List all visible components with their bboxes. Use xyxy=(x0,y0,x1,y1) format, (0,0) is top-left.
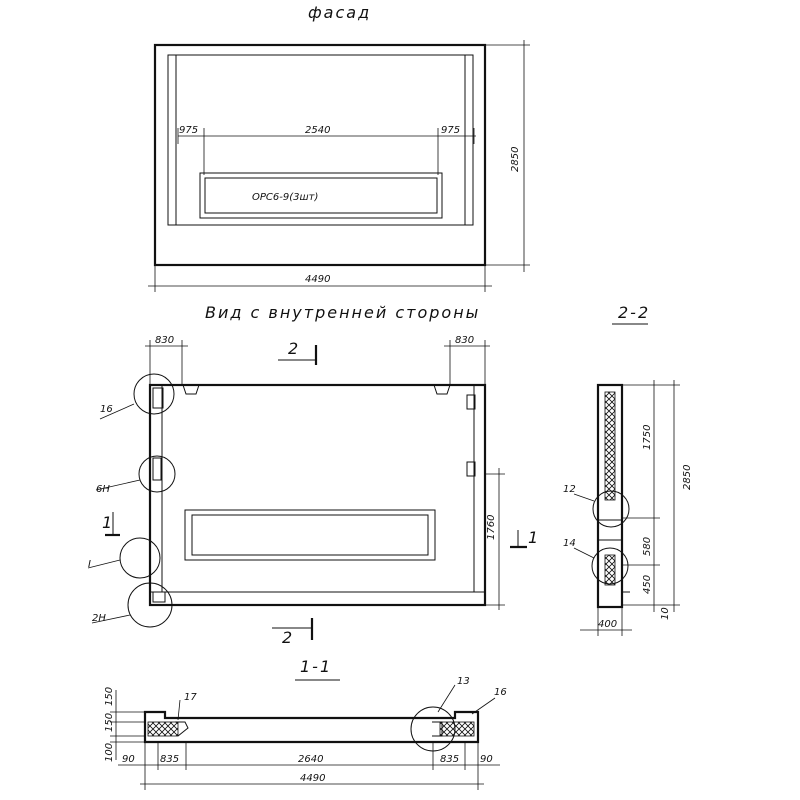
callout-circle-1 xyxy=(119,537,161,579)
section-2-2-dim-total: 2850 xyxy=(682,465,693,490)
inner-callout-1: 16 xyxy=(100,404,113,415)
section-2-2-callout-a: 12 xyxy=(563,484,576,495)
section-1-1-dim-end-right: 90 xyxy=(480,754,493,765)
section-1-1-dim-end-left: 90 xyxy=(122,754,135,765)
lifting-loop-left xyxy=(182,384,200,395)
inner-view-title: Вид с внутренней стороны xyxy=(205,303,480,322)
inner-callout-2: 6Н xyxy=(96,484,110,495)
inner-panel-outline xyxy=(148,383,487,607)
section-1-1: 1-1 17 13 16 150 150 100 90 xyxy=(104,657,507,790)
embedded-plate-top-right xyxy=(466,394,476,410)
embedded-plate-mid-left xyxy=(152,457,162,481)
embedded-plate-mid-right xyxy=(466,461,476,477)
section-2-2-dim-top: 1750 xyxy=(642,425,653,450)
section-1-1-dim-seg-right: 835 xyxy=(440,754,459,765)
section-2-2: 2-2 12 14 1750 580 450 2850 10 400 xyxy=(563,303,693,636)
inner-window-inner xyxy=(191,514,429,556)
inner-dim-left: 830 xyxy=(155,335,174,346)
insulation-upper xyxy=(604,391,616,501)
section-2-2-dim-mid: 580 xyxy=(642,537,653,556)
facade-title: фасад xyxy=(308,3,371,22)
section-1-1-dim-center: 2640 xyxy=(298,754,323,765)
callout-circle-6n xyxy=(138,455,176,493)
section-2-2-title: 2-2 xyxy=(618,303,650,322)
section-mark-top: 2 xyxy=(288,339,300,358)
facade-dim-center: 2540 xyxy=(305,125,330,136)
inner-view: Вид с внутренней стороны 830 830 1760 xyxy=(87,303,540,647)
embedded-plate-top-left xyxy=(152,387,164,409)
section-2-2-callout-b: 14 xyxy=(563,538,576,549)
section-2-2-dim-foot: 10 xyxy=(660,607,671,620)
facade-dim-height: 2850 xyxy=(510,147,521,172)
callout-circle-14 xyxy=(591,547,629,585)
facade-view: фасад OPC6-9(3шт) 975 2540 975 2850 4490 xyxy=(148,3,530,292)
section-1-1-profile xyxy=(143,710,480,744)
inner-callout-3: I xyxy=(88,559,91,570)
facade-window-inner xyxy=(204,177,438,214)
section-mark-right: 1 xyxy=(528,528,540,547)
insulation-right xyxy=(439,721,475,737)
section-1-1-dim-seg-left: 835 xyxy=(160,754,179,765)
section-2-2-dim-width: 400 xyxy=(598,619,617,630)
section-1-1-callout-b: 13 xyxy=(457,676,470,687)
section-1-1-callout-c: 16 xyxy=(494,687,507,698)
facade-dim-left: 975 xyxy=(179,125,198,136)
callout-circle-2n xyxy=(127,582,173,628)
facade-window-label: OPC6-9(3шт) xyxy=(252,192,318,203)
section-1-1-dim-h2: 150 xyxy=(104,713,115,732)
inner-window-outer xyxy=(184,509,436,561)
section-1-1-dim-h3: 100 xyxy=(104,743,115,762)
section-1-1-title: 1-1 xyxy=(300,657,332,676)
section-mark-left: 1 xyxy=(102,513,114,532)
embedded-plate-bottom-left xyxy=(152,591,166,603)
section-1-1-dim-h1: 150 xyxy=(104,687,115,706)
section-2-2-dim-bottom: 450 xyxy=(642,575,653,594)
facade-dim-right: 975 xyxy=(441,125,460,136)
inner-dim-window: 1760 xyxy=(486,515,497,540)
facade-panel-outline xyxy=(153,43,487,267)
lifting-loop-right xyxy=(433,384,451,395)
facade-inner-frame xyxy=(167,54,474,226)
section-1-1-callout-a: 17 xyxy=(184,692,197,703)
facade-dim-width: 4490 xyxy=(305,274,330,285)
section-1-1-dim-total: 4490 xyxy=(300,773,325,784)
insulation-left xyxy=(147,721,179,737)
inner-callout-4: 2Н xyxy=(92,613,106,624)
section-mark-bottom: 2 xyxy=(282,628,294,647)
callout-circle-16 xyxy=(133,373,175,415)
inner-dim-right: 830 xyxy=(455,335,474,346)
facade-window-outer xyxy=(199,172,443,219)
insulation-lower xyxy=(604,554,616,586)
callout-circle-12 xyxy=(592,490,630,528)
